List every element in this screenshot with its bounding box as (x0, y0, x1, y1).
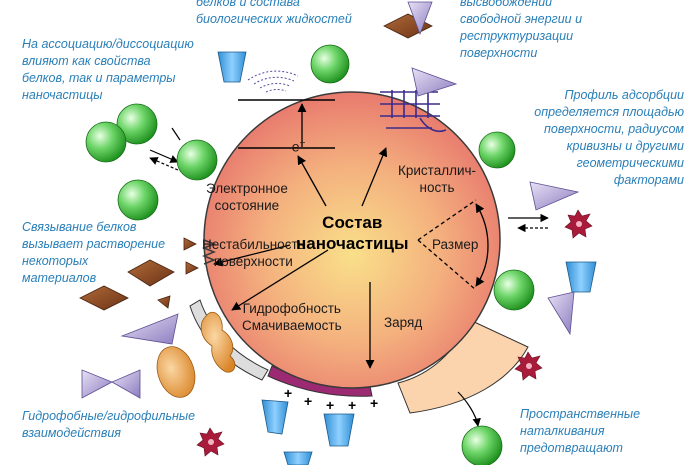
purple-bowtie-2 (111, 369, 141, 399)
note-association: На ассоциацию/диссоциацию влияют как сво… (22, 37, 194, 102)
note-top-right: высвобождении свободной энергии и рестру… (460, 0, 583, 60)
plus-sign-2: + (304, 393, 313, 409)
nanoparticle-composition-title: Состав наночастицы (296, 213, 409, 253)
blue-trapezoid-1 (217, 51, 247, 83)
purple-triangle-3 (529, 181, 580, 211)
brown-rhombus-3 (79, 285, 129, 311)
internal-arrows (213, 147, 489, 369)
purple-triangle-4 (547, 291, 575, 336)
curvature-rings-icon (247, 70, 299, 93)
blue-proteins (217, 51, 597, 465)
note-binding: Связывание белков вызывает растворение н… (22, 220, 166, 285)
green-protein-5 (310, 44, 350, 84)
brown-triangle-2 (185, 261, 199, 275)
plus-sign-1: + (284, 385, 293, 401)
electron-state-label: Электронное состояние (206, 181, 288, 213)
purple-proteins (81, 1, 580, 399)
hydrophobicity-label: Гидрофобность Смачиваемость (242, 301, 342, 333)
size-label: Размер (432, 237, 479, 252)
star-centers (208, 221, 582, 445)
electron-superscript: − (299, 138, 306, 149)
brown-triangle-1 (183, 237, 197, 251)
electron-symbol-text: e (291, 138, 300, 155)
purple-triangle-1 (407, 1, 433, 36)
purple-bowtie (81, 369, 113, 399)
note-adsorption: Профиль адсорбции определяется площадью … (534, 88, 684, 187)
green-protein-4 (117, 179, 159, 221)
plus-sign-5: + (370, 395, 379, 411)
charge-label: Заряд (384, 315, 423, 330)
brown-rhombus-2 (127, 259, 175, 287)
brown-proteins (79, 13, 433, 311)
note-hydro: Гидрофобные/гидрофильные взаимодействия (22, 409, 196, 440)
green-protein-3 (176, 139, 218, 181)
plus-sign-4: + (348, 397, 357, 413)
green-protein-1 (116, 103, 158, 145)
blue-trapezoid-2 (565, 261, 597, 293)
blue-trapezoid-4 (323, 413, 355, 447)
green-protein-8 (461, 425, 503, 465)
orange-proteins (156, 311, 236, 398)
green-proteins (85, 44, 535, 465)
purple-triangle-5 (120, 313, 179, 345)
surface-instability-label: Нестабильность поверхности (202, 237, 305, 269)
note-steric: Пространственные наталкивания предотвращ… (520, 407, 641, 455)
crystallinity-label: Кристаллич- ность (398, 163, 477, 195)
plus-sign-3: + (326, 397, 335, 413)
brown-triangle-3 (157, 295, 171, 309)
green-protein-6 (478, 131, 516, 169)
blue-trapezoid-3 (261, 399, 289, 435)
external-arrows (149, 127, 549, 427)
electron-symbol: e− (284, 118, 306, 156)
purple-triangle-2 (411, 67, 458, 97)
blue-trapezoid-5 (283, 451, 313, 465)
green-protein-2 (85, 121, 127, 163)
note-top-left: белков и состава биологических жидкостей (196, 0, 352, 26)
orange-ellipse (156, 346, 196, 398)
crystal-lattice-icon (380, 90, 447, 133)
green-protein-7 (493, 269, 535, 311)
orange-blob (200, 311, 236, 373)
electron-energy-diagram (238, 99, 335, 149)
